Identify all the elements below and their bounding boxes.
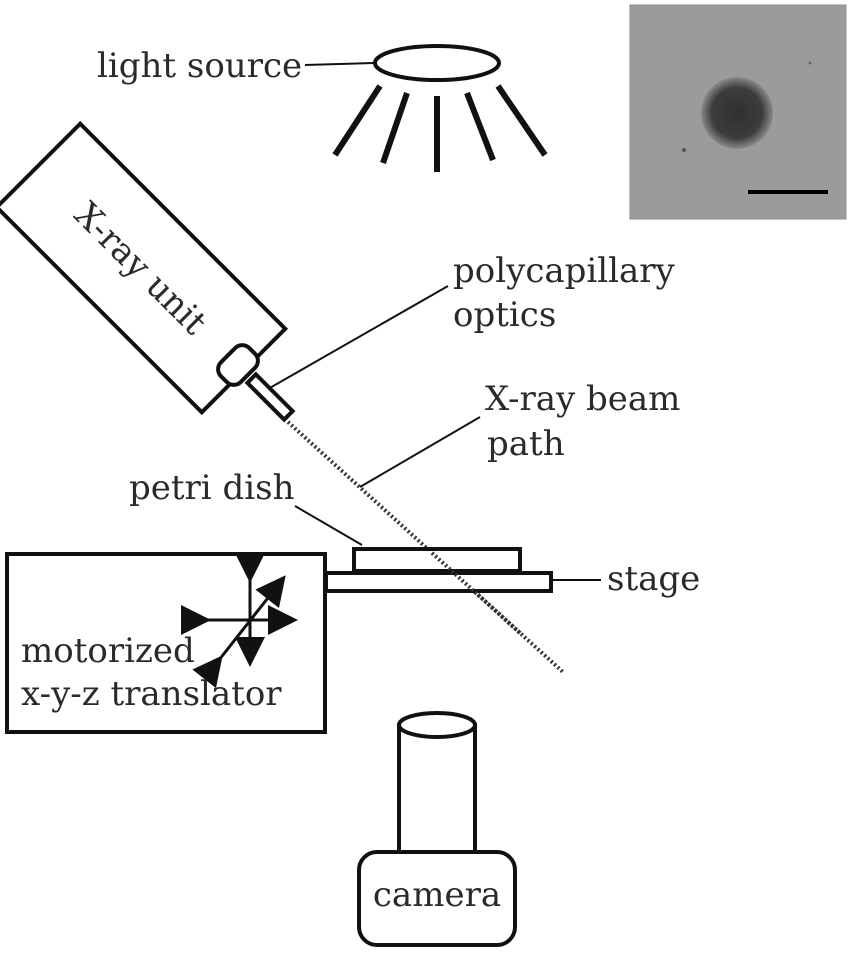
light-source-leader (304, 62, 375, 66)
optics-leader (267, 285, 449, 390)
inset-spot (701, 77, 773, 149)
camera-lens-tube (397, 723, 477, 854)
xyz-arrows-icon (181, 553, 298, 689)
camera-lens-top (397, 711, 477, 739)
camera: camera (357, 711, 517, 947)
beam-label-line1: X-ray beam (485, 379, 680, 419)
beam-label-line2: path (487, 424, 565, 464)
optics-label-line1: polycapillary (453, 251, 676, 291)
stage-plate (324, 571, 553, 593)
light-source-lamp (373, 44, 501, 82)
light-source: light source (97, 44, 548, 172)
xray-unit: X-ray unit (0, 120, 296, 423)
micrograph-inset (629, 4, 847, 220)
polycapillary-nozzle (244, 371, 296, 423)
beam-path-annotation: X-ray beam path (359, 379, 680, 488)
petri-dish: petri dish (129, 468, 522, 573)
petri-dish-body (352, 547, 522, 573)
light-rays (332, 84, 548, 172)
translator-label-line2: x-y-z translator (21, 674, 282, 714)
optics-label-line2: optics (453, 295, 556, 335)
polycapillary-optics-annotation: polycapillary optics (267, 251, 676, 390)
stage-label: stage (607, 559, 700, 599)
camera-label: camera (373, 875, 501, 915)
translator-label-line1: motorized (21, 631, 195, 671)
xray-lens-housing (216, 343, 260, 387)
petri-dish-leader (294, 505, 363, 546)
motorized-translator: motorized x-y-z translator (5, 552, 327, 734)
petri-dish-label: petri dish (129, 468, 294, 508)
light-source-label: light source (97, 46, 302, 86)
beam-leader (359, 416, 481, 488)
